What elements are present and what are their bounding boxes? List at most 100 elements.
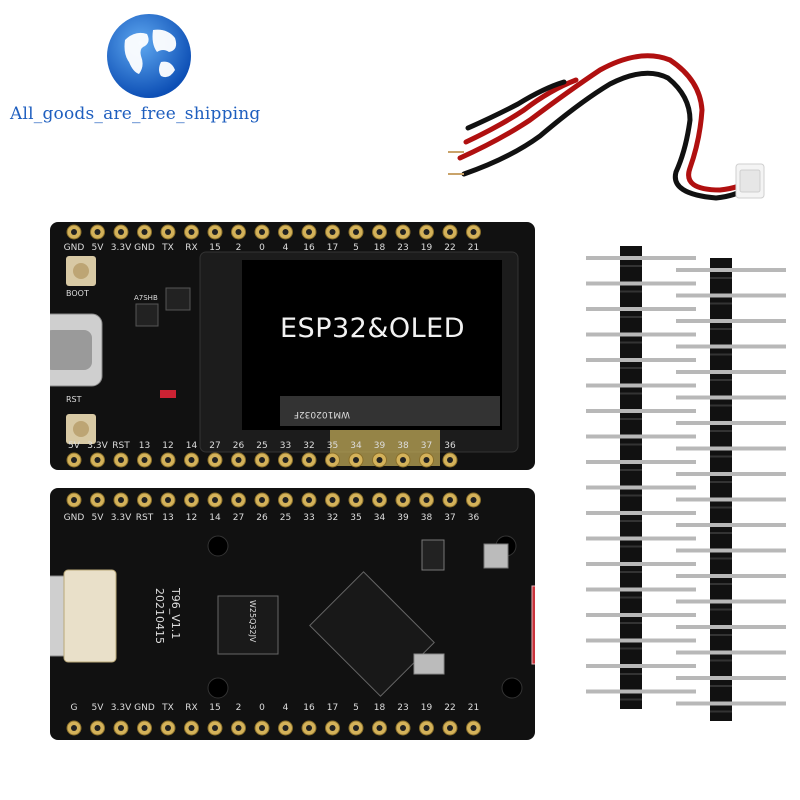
back-board-pin-label: G: [71, 703, 78, 713]
top-board-pin-label: RX: [185, 243, 197, 253]
back-board-pin-label: 27: [233, 513, 244, 523]
capacitor-label: C3: [533, 638, 535, 651]
battery-cable: [440, 40, 770, 210]
flash-chip-label: W25Q32JV: [248, 600, 257, 643]
pin-header-right-pin: [676, 293, 786, 298]
top-board-pin-label: 19: [421, 243, 433, 253]
top-board-pin-label: 12: [162, 441, 173, 451]
pin-header-right-pin: [676, 497, 786, 502]
oled-ribbon-text: WM102032F: [294, 409, 350, 419]
pin-header-left-pin: [586, 434, 696, 439]
top-board-pin-label: 21: [468, 243, 479, 253]
back-board-pin-label: 5V: [92, 703, 105, 713]
pin-header-right-pin: [676, 599, 786, 604]
pin-header-left-pin: [586, 536, 696, 541]
pin-header-right: [676, 258, 792, 734]
pin-header-left-pin: [586, 485, 696, 490]
pin-header-right-pin: [676, 523, 786, 527]
top-board-pin-label: TX: [161, 243, 174, 253]
board-date: 20210415: [153, 588, 166, 644]
top-board-pin-label: 32: [303, 441, 314, 451]
pin-header-left: [586, 246, 702, 722]
rst-label: RST: [66, 395, 82, 404]
top-board-pin-label: 14: [186, 441, 198, 451]
back-board-pin-label: RST: [136, 513, 154, 523]
pin-header-right-pin: [676, 395, 786, 400]
pin-header-right-pin: [676, 472, 786, 476]
pin-header-left-pin: [586, 383, 696, 388]
back-board-pin-label: GND: [134, 703, 155, 713]
back-board-pin-label: RX: [185, 703, 197, 713]
top-board-pin-label: 4: [283, 243, 289, 253]
oled-text: ESP32&OLED: [280, 313, 466, 344]
back-board-pin-label: 19: [421, 703, 433, 713]
pin-header-right-pin: [676, 650, 786, 655]
battery-connector: [63, 569, 117, 663]
top-board-pin-label: 34: [350, 441, 362, 451]
pin-header-right-pin: [676, 446, 786, 451]
pin-header-right-pin: [676, 548, 786, 553]
back-board-pin-label: 21: [468, 703, 479, 713]
back-board-pin-label: 0: [259, 703, 265, 713]
top-board-pin-label: 5V: [68, 441, 81, 451]
back-board-pin-label: GND: [64, 513, 85, 523]
top-board-pin-label: 37: [421, 441, 432, 451]
pin-header-left-pin: [586, 511, 696, 515]
pin-header-right-pin: [676, 319, 786, 323]
pin-header-left-pin: [586, 689, 696, 694]
back-board-pin-label: 15: [209, 703, 220, 713]
top-board-pin-label: 0: [259, 243, 265, 253]
back-board-pin-label: 38: [421, 513, 433, 523]
top-board-pin-label: 3.3V: [87, 441, 108, 451]
top-board-pin-label: 35: [327, 441, 338, 451]
top-board-pin-label: 5: [353, 243, 359, 253]
back-board-pin-label: 18: [374, 703, 386, 713]
top-board-pin-label: 26: [233, 441, 245, 451]
chip-label: A7SHB: [134, 294, 158, 302]
back-board-pin-label: 34: [374, 513, 386, 523]
pin-header-left-pin: [586, 562, 696, 566]
back-board-pin-label: 5: [353, 703, 359, 713]
globe-logo: [107, 14, 191, 98]
back-board-pin-label: 13: [162, 513, 173, 523]
top-board-pin-label: 22: [444, 243, 455, 253]
top-board-pin-label: 27: [209, 441, 220, 451]
pin-header-left-pin: [586, 460, 696, 464]
back-board-pin-label: 25: [280, 513, 291, 523]
top-board-pin-label: 17: [327, 243, 338, 253]
top-board-pin-label: 23: [397, 243, 408, 253]
top-board-pin-label: RST: [112, 441, 130, 451]
back-board-pin-label: 36: [468, 513, 480, 523]
top-board-pin-label: 13: [139, 441, 150, 451]
back-board-pin-label: 37: [444, 513, 455, 523]
back-board-pin-label: 3.3V: [111, 703, 132, 713]
back-board-pin-label: 2: [236, 703, 242, 713]
back-board-pin-label: 4: [283, 703, 289, 713]
pin-header-right-pin: [676, 676, 786, 680]
top-board-pin-label: 25: [256, 441, 267, 451]
pin-header-right-pin: [676, 625, 786, 629]
pin-header-left-pin: [586, 281, 696, 286]
top-board-pin-label: 15: [209, 243, 220, 253]
pin-header-right-pin: [676, 701, 786, 706]
back-board-pin-label: 39: [397, 513, 409, 523]
top-board-pin-label: GND: [134, 243, 155, 253]
back-board-pin-label: 22: [444, 703, 455, 713]
top-board-pin-label: 3.3V: [111, 243, 132, 253]
top-board-pin-label: 16: [303, 243, 315, 253]
top-board-pin-label: 18: [374, 243, 386, 253]
pin-header-left-pin: [586, 358, 696, 362]
top-board-pin-label: 39: [374, 441, 386, 451]
back-board-pin-label: 33: [303, 513, 314, 523]
back-board-pin-label: 16: [303, 703, 315, 713]
top-board-pin-label: 36: [444, 441, 456, 451]
pin-header-right-pin: [676, 370, 786, 374]
pin-header-right-pin: [676, 268, 786, 272]
pin-header-left-pin: [586, 587, 696, 592]
pin-header-right-pin: [676, 344, 786, 349]
pin-header-left-pin: [586, 409, 696, 413]
back-board-pin-label: 14: [209, 513, 221, 523]
back-board-pin-label: 17: [327, 703, 338, 713]
